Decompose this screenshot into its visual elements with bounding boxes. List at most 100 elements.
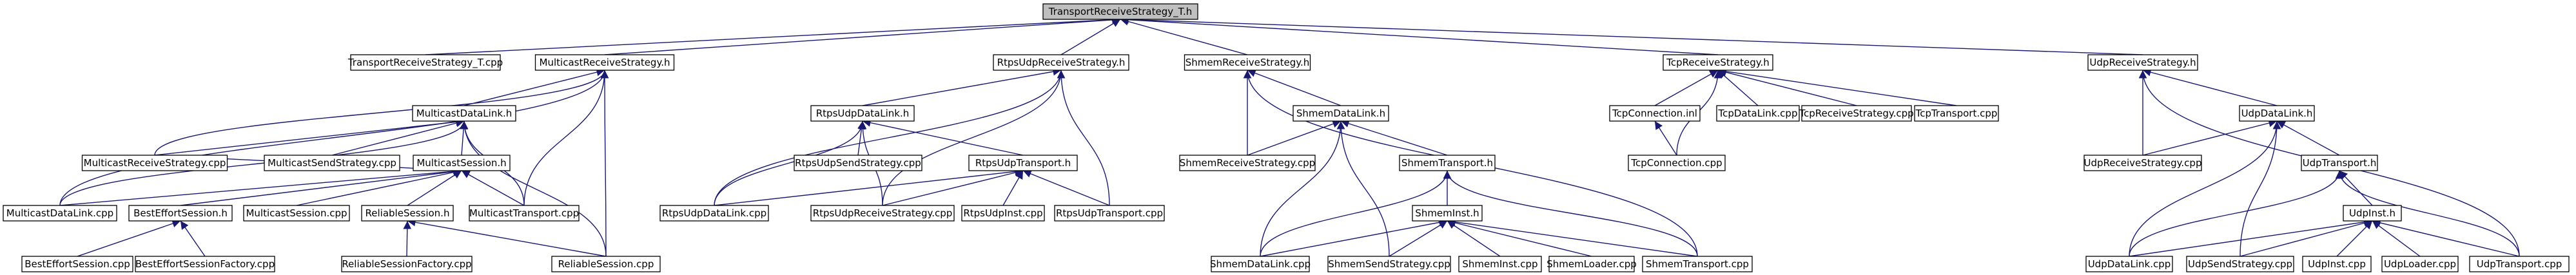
node-rudl-cpp[interactable]: RtpsUdpDataLink.cpp [659,205,769,222]
edge-rsess_cpp-to-mrs_h [600,70,609,257]
edge-tconn_inl-to-trs_h [1654,70,1719,106]
node-ms-h[interactable]: MulticastSession.h [413,155,511,171]
node-box [1914,105,1999,122]
node-label: UdpTransport.h [2303,157,2377,169]
node-srs-h[interactable]: ShmemReceiveStrategy.h [1184,54,1311,71]
node-sl-cpp[interactable]: ShmemLoader.cpp [1547,256,1637,272]
node-tdl-cpp[interactable]: TcpDataLink.cpp [1716,105,1800,122]
node-tconn-cpp[interactable]: TcpConnection.cpp [1628,155,1726,171]
node-sdl-h[interactable]: ShmemDataLink.h [1293,105,1389,122]
edge-udl_cpp-to-ut_h [2129,170,2344,257]
node-mss-cpp[interactable]: MulticastSendStrategy.cpp [264,155,400,171]
edge-msess_cpp-to-ms_h [296,168,462,206]
node-box [1399,155,1496,171]
node-box [2343,205,2402,222]
node-box [413,155,511,171]
node-trs-cpp[interactable]: TransportReceiveStrategy_T.cpp [347,54,503,71]
node-box [135,256,275,272]
node-box [350,54,501,71]
edge-ui_cpp-to-ui_h [2336,220,2373,257]
node-box [534,54,675,71]
node-label: ShmemTransport.h [1401,157,1493,169]
node-rsf-cpp[interactable]: ReliableSessionFactory.cpp [341,256,473,272]
node-box [81,155,228,171]
node-ut-cpp[interactable]: UdpTransport.cpp [2469,256,2570,272]
node-mdl-cpp[interactable]: MulticastDataLink.cpp [3,205,117,222]
edge-trs_cpp2-to-trs_h [1717,68,1857,106]
edge-rut_h-to-rudl_h [862,119,1024,156]
node-label: UdpReceiveStrategy.cpp [2084,157,2202,169]
node-trs-cpp2[interactable]: TcpReceiveStrategy.cpp [1799,105,1914,122]
node-si-cpp[interactable]: ShmemInst.cpp [1458,256,1542,272]
node-box [551,256,661,272]
node-ui-cpp[interactable]: UdpInst.cpp [2302,256,2372,272]
node-rut-cpp[interactable]: RtpsUdpTransport.cpp [1054,205,1165,222]
node-rs-h[interactable]: ReliableSession.h [361,205,454,222]
edge-udl_cpp-to-ui_h [2129,218,2373,257]
node-tconn-inl[interactable]: TcpConnection.inl [1609,105,1701,122]
node-bes-cpp[interactable]: BestEffortSession.cpp [21,256,133,272]
edge-rut_cpp-to-rut_h [1022,169,1110,206]
node-udl-cpp[interactable]: UdpDataLink.cpp [2085,256,2173,272]
node-ul-cpp[interactable]: UdpLoader.cpp [2381,256,2459,272]
edge-mdl_cpp-to-mdl_h [59,120,469,206]
node-label: UdpTransport.cpp [2477,258,2562,270]
node-st-cpp[interactable]: ShmemTransport.cpp [1642,256,1753,272]
node-root[interactable]: TransportReceiveStrategy_T.h [1042,3,1198,20]
edge-sss_cpp-to-si_h [1389,220,1448,257]
node-besf-cpp[interactable]: BestEffortSessionFactory.cpp [135,256,275,272]
node-msess-cpp[interactable]: MulticastSession.cpp [243,205,350,222]
node-trs-h[interactable]: TcpReceiveStrategy.h [1663,54,1773,71]
node-bes-h[interactable]: BestEffortSession.h [128,205,233,222]
node-russ-cpp[interactable]: RtpsUdpSendStrategy.cpp [794,155,922,171]
node-sss-cpp[interactable]: ShmemSendStrategy.cpp [1327,256,1451,272]
node-rurs-h[interactable]: RtpsUdpReceiveStrategy.h [993,54,1129,71]
node-label: ShmemReceiveStrategy.cpp [1180,157,1315,169]
node-srs-cpp[interactable]: ShmemReceiveStrategy.cpp [1179,155,1316,171]
node-label: ShmemInst.cpp [1462,258,1537,270]
node-urs-cpp[interactable]: UdpReceiveStrategy.cpp [2083,155,2202,171]
node-box [2239,105,2315,122]
node-label: BestEffortSession.cpp [24,258,130,270]
node-ttr-cpp[interactable]: TcpTransport.cpp [1914,105,1999,122]
edge-urs_h-to-root [1120,15,2143,55]
node-box [659,205,769,222]
edge-srs_cpp-to-sdl_h [1247,120,1342,156]
edge-sss_cpp-to-sdl_h [1336,120,1390,257]
node-label: ShmemTransport.cpp [1646,258,1749,270]
node-mrs-h[interactable]: MulticastReceiveStrategy.h [534,54,675,71]
node-box [2186,256,2294,272]
edge-rurs_h-to-root [1060,19,1121,55]
edge-rsess_cpp-to-mdl_h [460,120,607,257]
edge-ui_h-to-ut_h [2339,170,2373,206]
node-ui-h[interactable]: UdpInst.h [2343,205,2402,222]
node-label: MulticastSession.cpp [246,207,347,219]
node-mrs-cpp[interactable]: MulticastReceiveStrategy.cpp [81,155,228,171]
node-rsess-cpp[interactable]: ReliableSession.cpp [551,256,661,272]
node-mt-cpp[interactable]: MulticastTransport.cpp [469,205,580,222]
edge-udl_h-to-urs_h [2142,68,2278,106]
node-box [1716,105,1800,122]
node-si-h[interactable]: ShmemInst.h [1412,205,1483,222]
node-urs-h[interactable]: UdpReceiveStrategy.h [2087,54,2198,71]
node-box [1642,256,1753,272]
node-rui-cpp[interactable]: RtpsUdpInst.cpp [961,205,1045,222]
node-ut-h[interactable]: UdpTransport.h [2301,155,2378,171]
node-st-h[interactable]: ShmemTransport.h [1399,155,1496,171]
edge-uss_cpp-to-udl_h [2239,120,2281,257]
node-label: TcpReceiveStrategy.cpp [1799,108,1913,119]
node-box [1054,205,1165,222]
node-uss-cpp[interactable]: UdpSendStrategy.cpp [2186,256,2294,272]
node-label: ShmemInst.h [1415,207,1479,219]
node-sdl-cpp[interactable]: ShmemDataLink.cpp [1210,256,1311,272]
node-label: TransportReceiveStrategy_T.cpp [347,57,503,69]
node-udl-h[interactable]: UdpDataLink.h [2239,105,2315,122]
node-label: ReliableSession.cpp [558,258,654,270]
graph-nodes: TransportReceiveStrategy_T.hTransportRec… [3,3,2570,272]
node-rut-h[interactable]: RtpsUdpTransport.h [968,155,1078,171]
node-label: MulticastSession.h [416,157,506,169]
node-mdl-h[interactable]: MulticastDataLink.h [412,105,516,122]
node-label: RtpsUdpReceiveStrategy.cpp [813,207,953,219]
node-rurs-cpp[interactable]: RtpsUdpReceiveStrategy.cpp [810,205,955,222]
node-rudl-h[interactable]: RtpsUdpDataLink.h [810,105,915,122]
